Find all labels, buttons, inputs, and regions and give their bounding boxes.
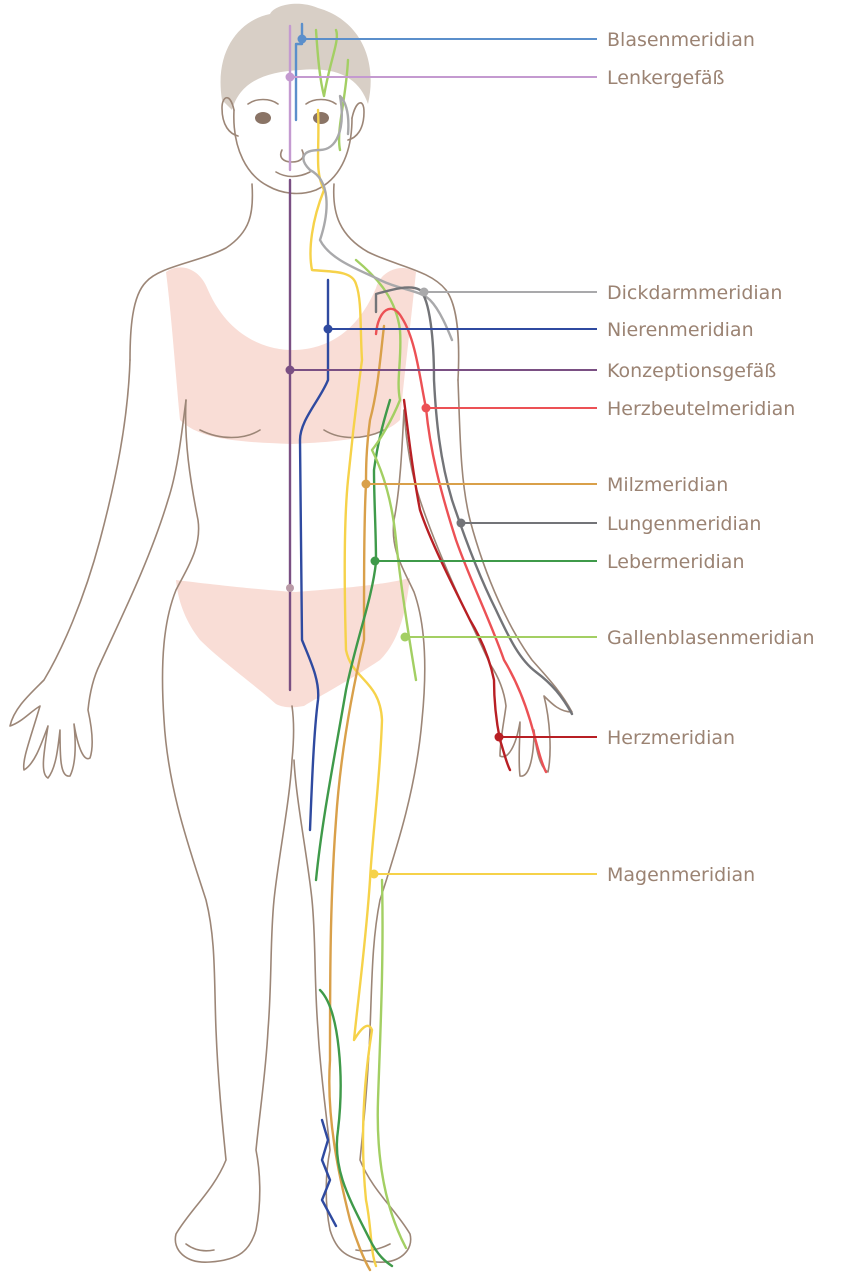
label-herzmeridian: Herzmeridian [607, 727, 735, 749]
leader-herz: Herzmeridian [495, 727, 736, 749]
label-magenmeridian: Magenmeridian [607, 864, 755, 886]
label-lebermeridian: Lebermeridian [607, 551, 744, 573]
briefs [176, 578, 410, 707]
label-milzmeridian: Milzmeridian [607, 474, 728, 496]
leader-herzbeutel: Herzbeutelmeridian [422, 398, 796, 420]
label-herzbeutelmeridian: Herzbeutelmeridian [607, 398, 795, 420]
label-dickdarmmeridian: Dickdarmmeridian [607, 282, 782, 304]
herz-line [404, 400, 510, 770]
label-lenkergefaess: Lenkergefäß [607, 67, 725, 89]
label-lungenmeridian: Lungenmeridian [607, 513, 761, 535]
leader-lungen: Lungenmeridian [457, 513, 762, 535]
label-gallenblasenmeridian: Gallenblasenmeridian [607, 627, 815, 649]
label-blasenmeridian: Blasenmeridian [607, 29, 755, 51]
label-konzeptionsgefaess: Konzeptionsgefäß [607, 360, 776, 382]
leader-leber: Lebermeridian [371, 551, 745, 573]
label-nierenmeridian: Nierenmeridian [607, 319, 754, 341]
leader-gallen: Gallenblasenmeridian [401, 627, 815, 649]
leader-dickdarm: Dickdarmmeridian [420, 282, 783, 304]
leader-magen: Magenmeridian [370, 864, 756, 886]
leader-blasen: Blasenmeridian [298, 29, 755, 51]
